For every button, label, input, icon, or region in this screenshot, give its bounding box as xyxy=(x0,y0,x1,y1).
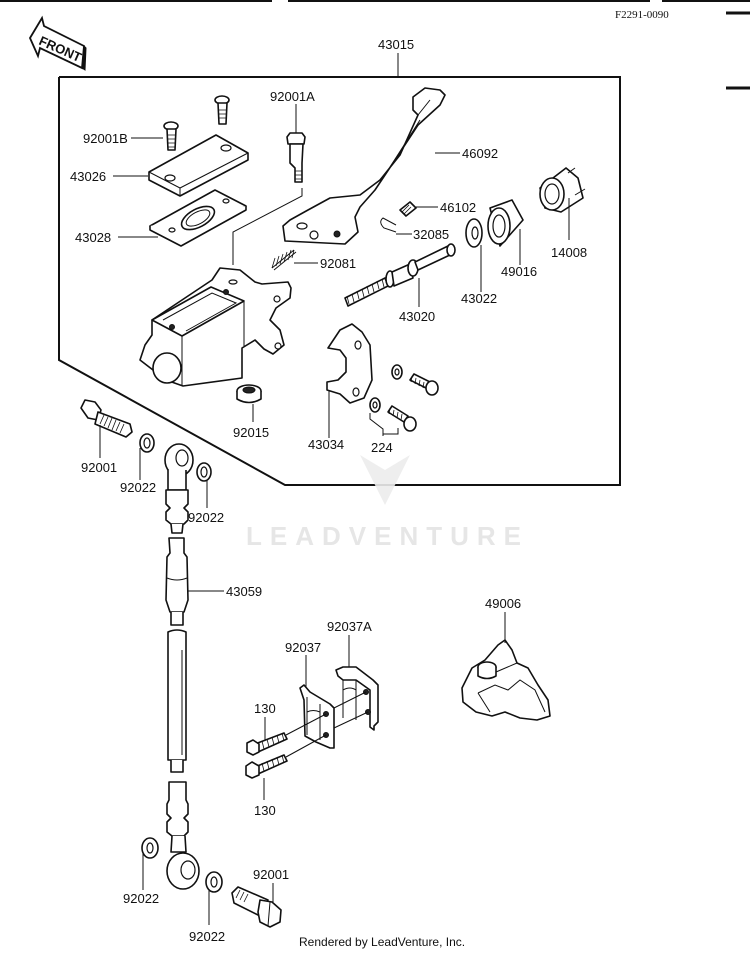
front-arrow-icon: FRONT xyxy=(28,15,87,71)
cover-49006 xyxy=(461,639,551,721)
label-43020: 43020 xyxy=(399,309,435,324)
clip-32085 xyxy=(380,217,397,233)
label-92022-b: 92022 xyxy=(188,510,224,525)
label-43022: 43022 xyxy=(461,291,497,306)
label-49006: 49006 xyxy=(485,596,521,611)
bracket-92037 xyxy=(299,684,335,749)
label-32085: 32085 xyxy=(413,227,449,242)
figure-id: F2291-0090 xyxy=(615,9,669,21)
brake-hose-43059 xyxy=(164,443,200,890)
boot-49016 xyxy=(487,199,524,247)
label-14008: 14008 xyxy=(551,245,587,260)
label-43059: 43059 xyxy=(226,584,262,599)
label-92022-a: 92022 xyxy=(120,480,156,495)
label-43015: 43015 xyxy=(378,37,414,52)
label-46092: 46092 xyxy=(462,146,498,161)
label-92001B: 92001B xyxy=(83,131,128,146)
label-92037A: 92037A xyxy=(327,619,372,634)
adjuster-46102 xyxy=(399,201,417,217)
label-49016: 49016 xyxy=(501,264,537,279)
watermark: LEADVENTURE xyxy=(246,455,529,551)
label-43028: 43028 xyxy=(75,230,111,245)
piston-43020 xyxy=(344,243,456,307)
washer-92022-c xyxy=(141,837,159,859)
pivot-bolt-92001A xyxy=(286,132,306,183)
label-130-top: 130 xyxy=(254,701,276,716)
label-92081: 92081 xyxy=(320,256,356,271)
clamp-43034 xyxy=(326,323,373,404)
label-92015: 92015 xyxy=(233,425,269,440)
assembly-frame xyxy=(58,53,621,486)
screw-92001B xyxy=(163,95,230,151)
label-43026: 43026 xyxy=(70,169,106,184)
washer-43022 xyxy=(465,218,483,248)
label-92022-d: 92022 xyxy=(189,929,225,944)
washer-92022-d xyxy=(205,871,223,893)
label-92001A: 92001A xyxy=(270,89,315,104)
cap-14008 xyxy=(539,167,586,213)
clutch-lever-46092 xyxy=(282,87,446,245)
label-92037: 92037 xyxy=(285,640,321,655)
label-224: 224 xyxy=(371,440,393,455)
label-130-bottom: 130 xyxy=(254,803,276,818)
cap-92015 xyxy=(236,384,262,404)
page-border xyxy=(0,0,750,90)
bolts-130 xyxy=(245,691,369,779)
reservoir-cap-43026 xyxy=(148,134,249,197)
label-92022-c: 92022 xyxy=(123,891,159,906)
banjo-bolt-92001-bottom xyxy=(231,886,282,928)
footer-credit: Rendered by LeadVenture, Inc. xyxy=(299,935,465,949)
banjo-bolt-92001-top xyxy=(80,399,133,438)
label-92001-bottom: 92001 xyxy=(253,867,289,882)
spring-92081 xyxy=(271,249,297,271)
washer-92022-b xyxy=(196,462,212,482)
washer-92022-a xyxy=(139,433,155,453)
diaphragm-43028 xyxy=(149,189,247,247)
master-cylinder-body xyxy=(139,267,292,387)
watermark-text: LEADVENTURE xyxy=(246,521,529,551)
bracket-92037A xyxy=(335,666,379,731)
screws-224 xyxy=(369,364,439,432)
label-92001-top: 92001 xyxy=(81,460,117,475)
label-43034: 43034 xyxy=(308,437,344,452)
label-46102: 46102 xyxy=(440,200,476,215)
